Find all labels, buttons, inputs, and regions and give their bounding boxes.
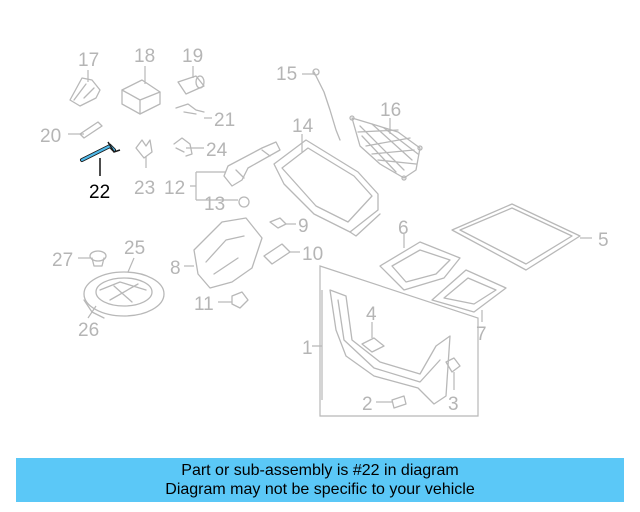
callout-11: 11 [194,294,214,315]
part-3-drawing [445,357,461,373]
callout-16: 16 [380,100,401,121]
callout-27: 27 [52,250,73,271]
part-14-drawing [273,139,381,237]
callout-4: 4 [366,304,377,325]
part-19-drawing [177,75,205,95]
part-4-drawing [361,337,385,353]
part-25-drawing [83,271,165,317]
part-18-drawing [121,79,161,115]
part-27-drawing [89,250,107,267]
callout-13: 13 [204,194,225,215]
callout-17: 17 [78,50,99,71]
callout-23: 23 [134,178,155,199]
parts-diagram: 17 18 19 20 21 22 23 24 12 13 15 14 16 9… [40,46,609,417]
callout-9: 9 [298,216,309,237]
callout-8: 8 [170,258,181,279]
callout-6: 6 [398,218,409,239]
callout-22: 22 [89,182,110,203]
callout-20: 20 [40,126,61,147]
part-17-drawing [69,77,101,107]
info-banner: Part or sub-assembly is #22 in diagram D… [16,458,624,502]
part-6-drawing [379,241,461,291]
callout-1: 1 [302,338,313,359]
callout-19: 19 [182,46,203,67]
banner-line-1: Part or sub-assembly is #22 in diagram [181,462,459,479]
leader-lines [68,66,592,403]
callout-18: 18 [134,46,155,67]
callout-25: 25 [124,238,145,259]
part-11-drawing [231,291,249,309]
part-5-drawing [451,203,581,271]
part-20-drawing [79,121,103,139]
part-10-drawing [263,243,291,265]
part-21-drawing [175,103,205,115]
part-15-drawing [312,68,341,141]
part-23-drawing [135,139,153,159]
callout-15: 15 [276,64,297,85]
part-9-drawing [269,217,287,229]
part-16-drawing [349,115,423,181]
callout-24: 24 [206,140,228,161]
callout-2: 2 [362,394,373,415]
callout-12: 12 [164,178,185,199]
part-22-drawing [80,141,121,162]
part-2-drawing [391,395,407,409]
callout-7: 7 [476,324,487,345]
banner-line-2: Diagram may not be specific to your vehi… [165,481,475,498]
callouts: 17 18 19 20 21 22 23 24 12 13 15 14 16 9… [40,46,609,415]
callout-10: 10 [302,244,323,265]
part-24-drawing [173,137,193,157]
part-12-drawing [223,141,281,187]
part-7-drawing [431,269,507,313]
callout-21: 21 [214,110,235,131]
callout-5: 5 [598,230,609,251]
callout-3: 3 [448,394,459,415]
part-8-drawing [193,217,263,289]
callout-26: 26 [78,320,99,341]
part-13-drawing [238,196,250,208]
callout-14: 14 [292,116,314,137]
